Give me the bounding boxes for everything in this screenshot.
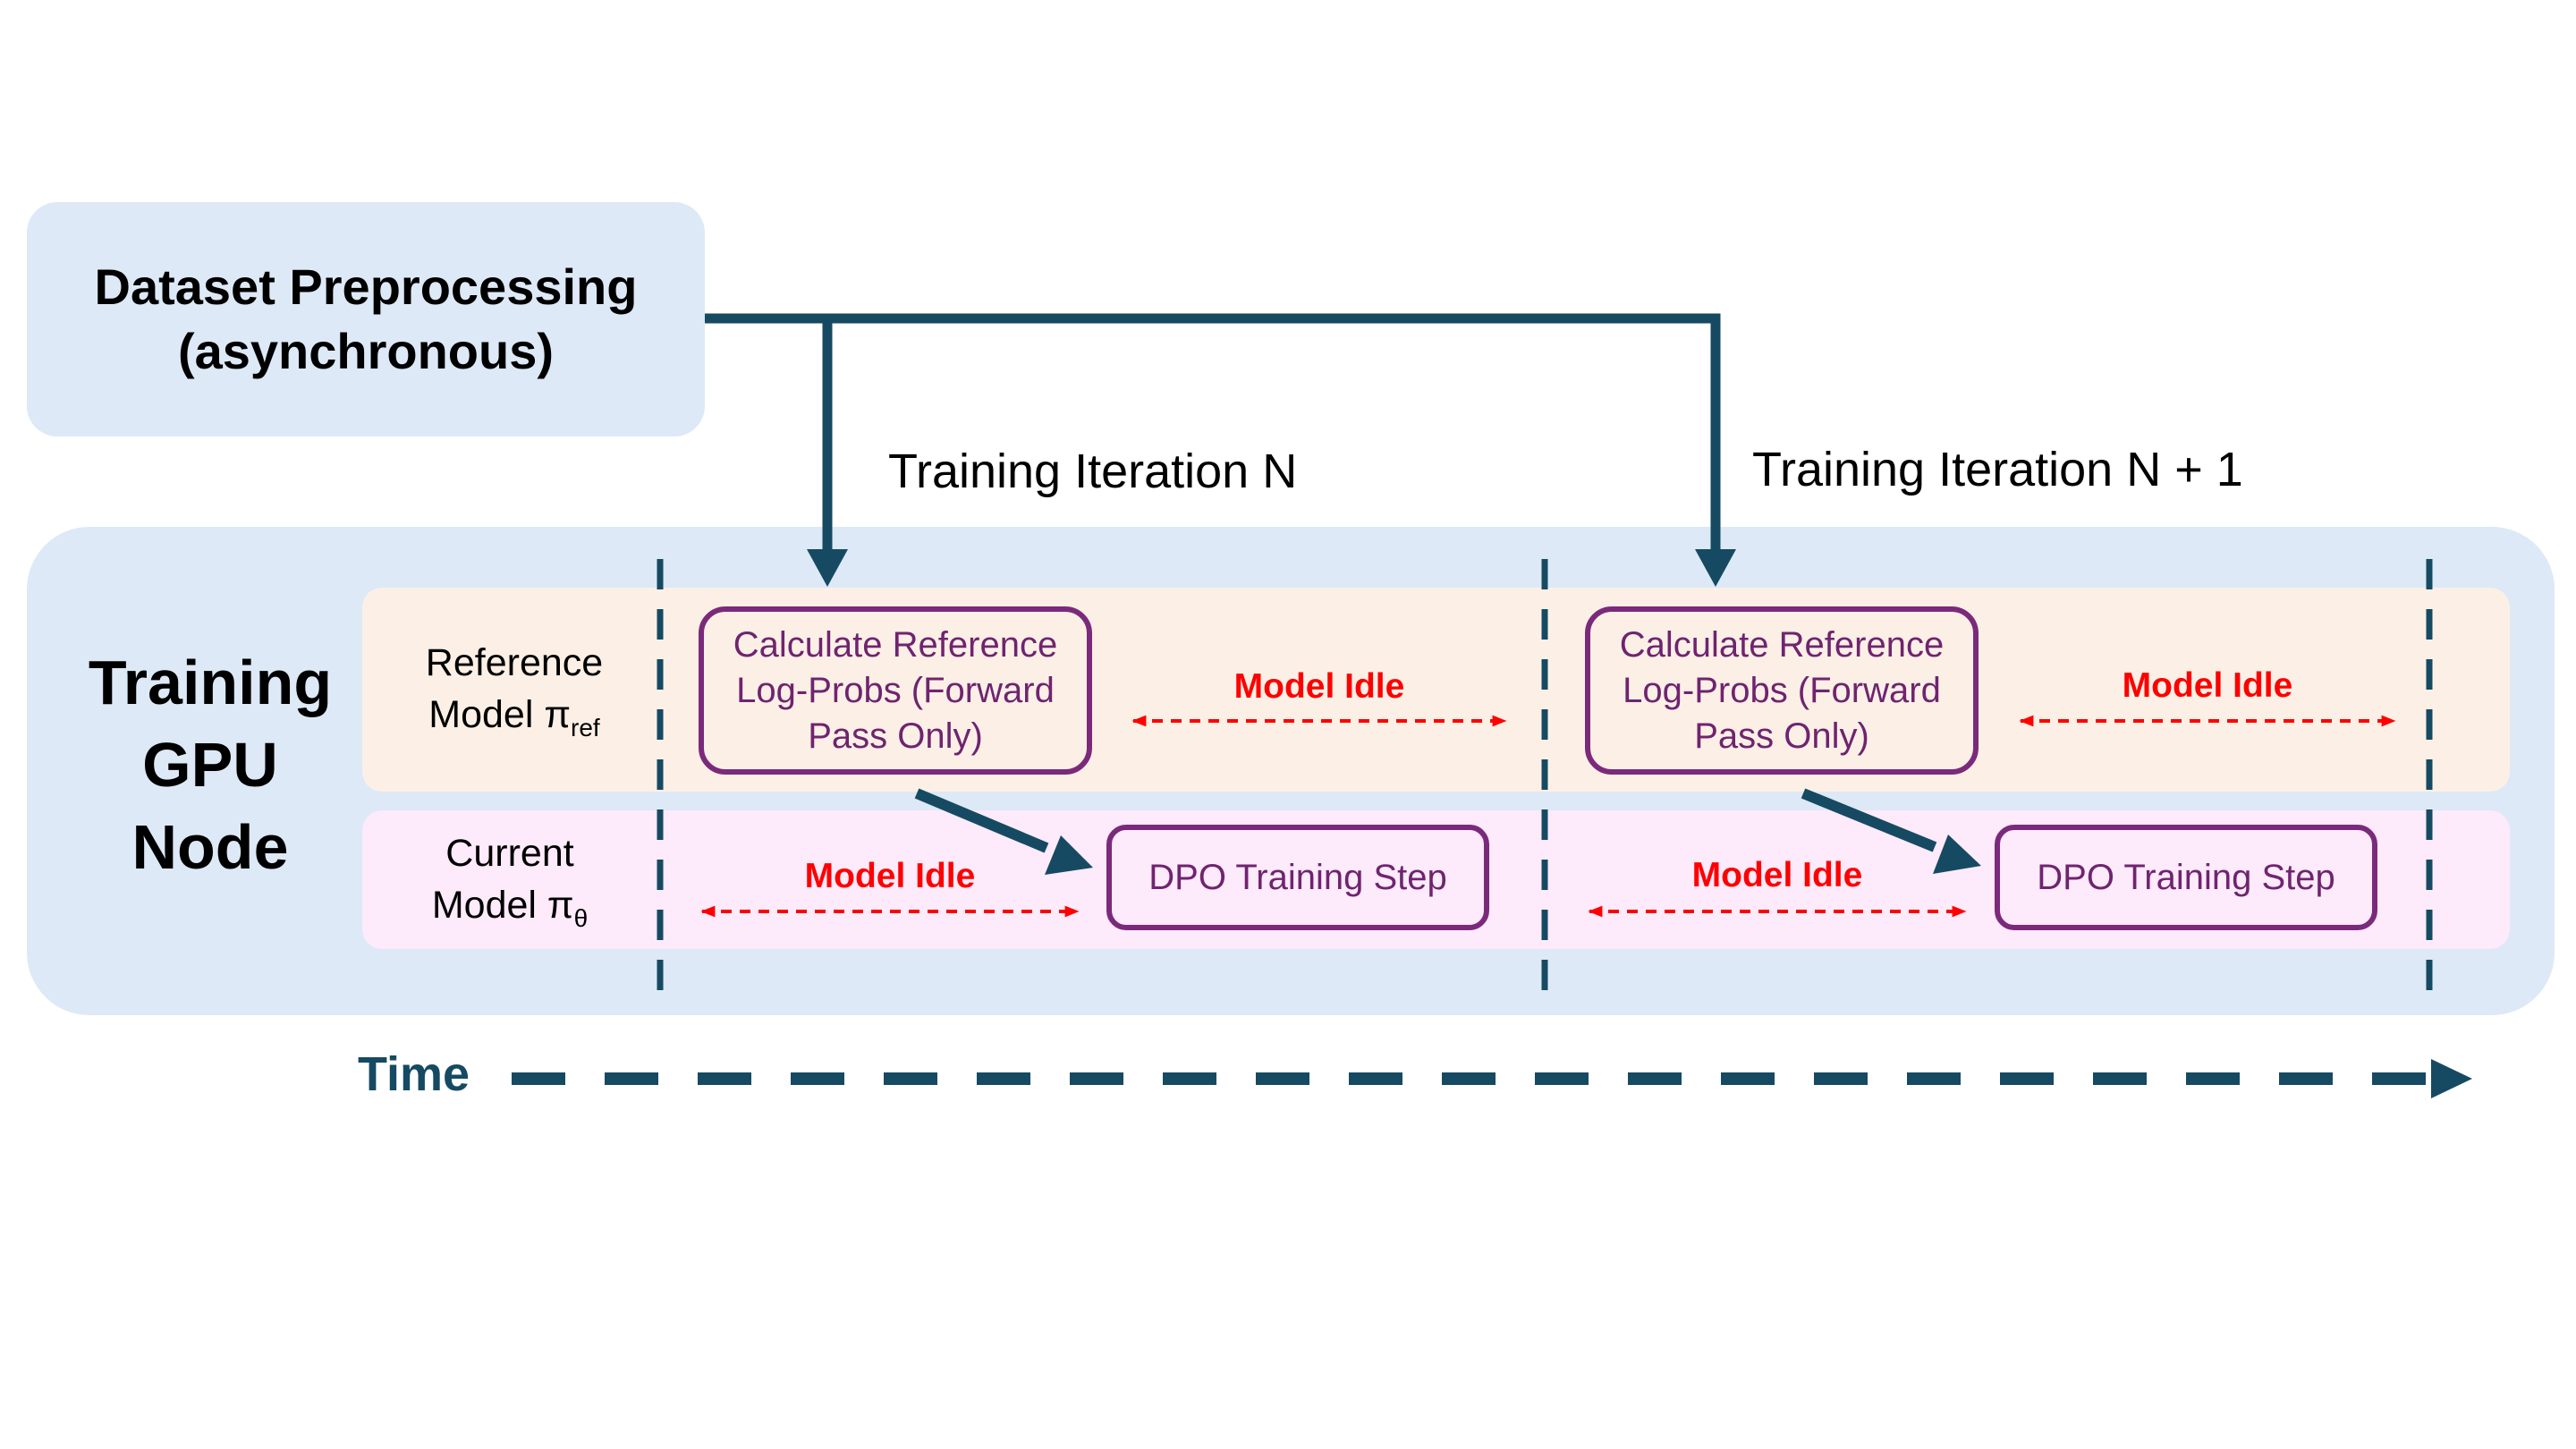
current-model-symbol: Model π [431,884,574,927]
dpo-step-n1-label: DPO Training Step [2037,858,2335,897]
feed-arrow-n-head [807,549,848,587]
gpu-node-label-line3: Node [131,812,289,882]
reference-model-symbol: Model π [428,693,572,736]
calc-box-n1-line2: Log-Probs (Forward [1623,670,1941,710]
dpo-training-step-box-n1: DPO Training Step [1995,825,2377,930]
calc-box-n1-line1: Calculate Reference [1619,624,1945,665]
reference-model-subscript: ref [571,714,600,741]
calc-ref-logprobs-box-n: Calculate Reference Log-Probs (Forward P… [699,606,1092,775]
dataset-label-line1: Dataset Preprocessing [94,258,638,315]
current-model-label: Current Model πθ [358,821,662,937]
iteration-n1-title: Training Iteration N + 1 [1752,443,2243,496]
reference-model-label-line1: Reference [425,641,604,684]
model-idle-cur-n-label: Model Idle [804,857,976,895]
gpu-node-label-line1: Training [88,648,333,717]
dataset-preprocessing-label: Dataset Preprocessing (asynchronous) [95,255,638,384]
calc-to-dpo-arrow-n [914,788,1093,875]
dataset-preprocessing-box: Dataset Preprocessing (asynchronous) [27,202,705,436]
model-idle-ref-n-label: Model Idle [1233,667,1405,706]
reference-model-label: Reference Model πref [362,626,666,751]
model-idle-ref-n1-label: Model Idle [2122,666,2293,705]
calc-ref-logprobs-box-n1: Calculate Reference Log-Probs (Forward P… [1585,606,1979,775]
calc-box-n1-line3: Pass Only) [1694,716,1869,756]
dataset-label-line2: (asynchronous) [177,323,555,379]
time-axis-arrow [512,1059,2472,1098]
gpu-node-label-line2: GPU [142,730,278,800]
calc-to-dpo-arrow-n1 [1801,788,1981,874]
time-axis-label: Time [358,1047,470,1101]
calc-box-n-line2: Log-Probs (Forward [736,670,1055,710]
feed-arrow-n1-head [1695,549,1736,587]
current-model-subscript: θ [573,904,589,932]
dpo-step-n-label: DPO Training Step [1148,858,1447,897]
gpu-node-label: Training GPU Node [54,644,367,886]
calc-box-n-line1: Calculate Reference [733,624,1058,665]
model-idle-cur-n1-label: Model Idle [1691,856,1863,894]
dataset-feed-connector [705,313,1736,587]
calc-box-n-line3: Pass Only) [808,716,983,756]
iteration-n-title: Training Iteration N [888,445,1298,498]
current-model-label-line1: Current [445,832,574,875]
dpo-training-step-box-n: DPO Training Step [1106,825,1489,930]
